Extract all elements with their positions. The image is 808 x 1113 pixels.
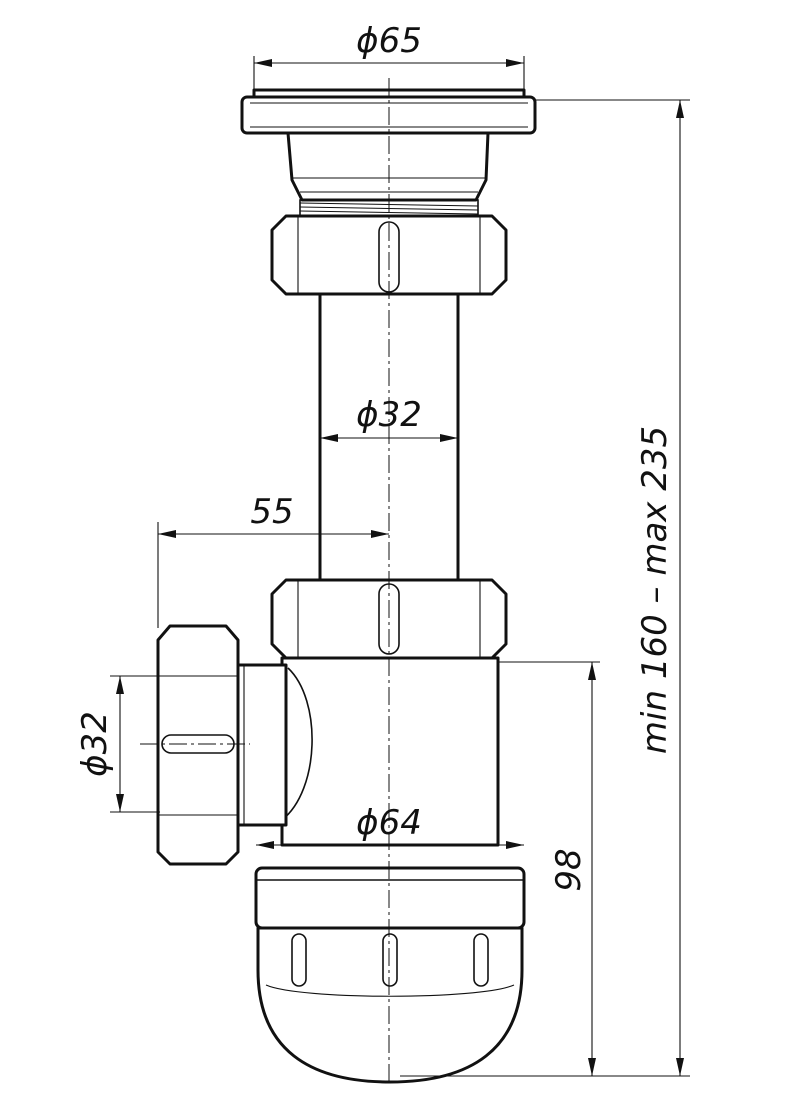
dimension-top-flange: ϕ65 [253, 21, 525, 92]
dimension-pipe: ϕ32 [320, 395, 458, 442]
dim-label-outlet-offset: 55 [250, 492, 293, 532]
dim-label-top-flange: ϕ65 [356, 21, 422, 61]
dim-label-overall-height: min 160 – max 235 [635, 426, 675, 754]
dimension-outlet-offset: 55 [157, 492, 389, 628]
dim-label-bottle: ϕ64 [356, 803, 422, 843]
strainer-body [286, 131, 490, 202]
bottle-cap [254, 866, 526, 1084]
dim-label-bottle-height: 98 [549, 848, 589, 891]
dimension-bottle-height: 98 [400, 661, 600, 1077]
dimension-bottle: ϕ64 [256, 803, 524, 849]
dimension-overall-height: min 160 – max 235 [535, 99, 690, 1077]
side-outlet [156, 624, 288, 866]
dim-label-pipe: ϕ32 [356, 395, 422, 435]
dim-label-outlet-diameter: ϕ32 [75, 711, 115, 777]
dimension-outlet-diameter: ϕ32 [75, 675, 160, 813]
